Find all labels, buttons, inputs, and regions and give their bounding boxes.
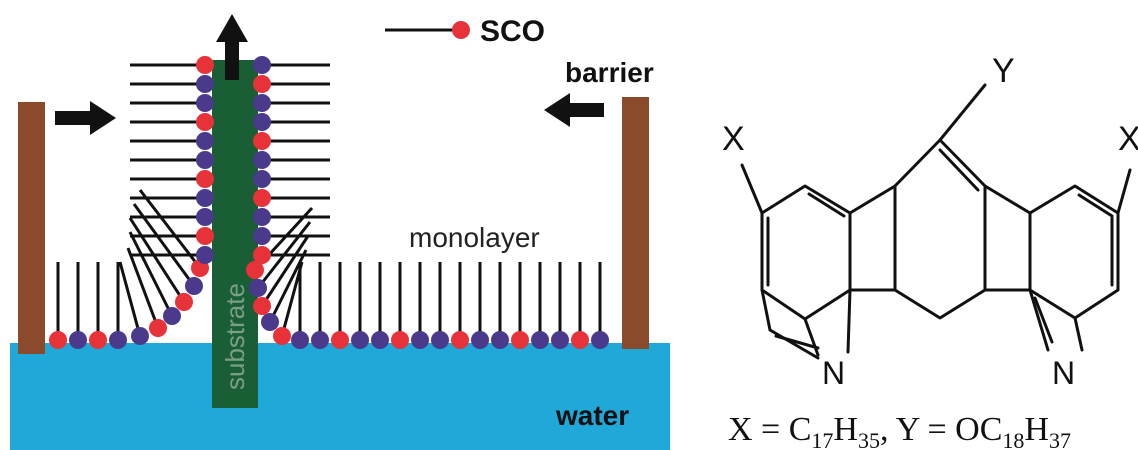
sco-head xyxy=(253,56,271,74)
sco-head xyxy=(253,246,271,264)
substituent-y: Y xyxy=(992,52,1015,90)
sco-head xyxy=(175,293,193,311)
substrate-label: substrate xyxy=(220,283,250,390)
sco-tail xyxy=(128,217,186,303)
sco-head xyxy=(249,279,267,297)
sco-head xyxy=(253,189,271,207)
water-trough xyxy=(10,343,670,450)
sco-head xyxy=(591,331,609,349)
sco-head xyxy=(196,75,214,93)
nitrogen-right: N xyxy=(1052,355,1075,391)
phenanthroline-structure xyxy=(740,83,1132,360)
sco-head xyxy=(391,331,409,349)
substituent-formula: X = C17H35, Y = OC18H37 xyxy=(728,411,1071,450)
sco-head xyxy=(196,151,214,169)
sco-head xyxy=(89,331,107,349)
barrier-left xyxy=(18,102,45,354)
sco-head xyxy=(196,56,214,74)
sco-head xyxy=(246,261,264,279)
sco-head xyxy=(311,331,329,349)
sco-tail xyxy=(280,261,304,337)
sco-head xyxy=(351,331,369,349)
monolayer-molecules xyxy=(49,56,609,349)
sco-tail xyxy=(128,231,174,317)
arrow-left-icon xyxy=(544,93,604,127)
substituent-x-right: X xyxy=(1118,120,1138,158)
barrier-label: barrier xyxy=(565,57,654,88)
sco-head xyxy=(196,170,214,188)
sco-head xyxy=(253,151,271,169)
substrate-plate xyxy=(212,60,258,408)
sco-head xyxy=(291,331,309,349)
sco-head xyxy=(196,132,214,150)
sco-head xyxy=(149,319,167,337)
sco-head xyxy=(551,331,569,349)
barrier-right xyxy=(622,97,649,349)
sco-head xyxy=(253,227,271,245)
sco-head xyxy=(531,331,549,349)
nitrogen-left: N xyxy=(822,355,845,391)
sco-head xyxy=(471,331,489,349)
sco-head xyxy=(261,313,279,331)
sco-head xyxy=(253,208,271,226)
sco-tail xyxy=(260,235,310,307)
sco-head xyxy=(511,331,529,349)
sco-head xyxy=(196,113,214,131)
sco-head xyxy=(131,327,149,345)
sco-head xyxy=(431,331,449,349)
arrow-right-icon xyxy=(55,101,116,135)
sco-tail xyxy=(126,247,160,329)
sco-head xyxy=(253,113,271,131)
sco-head xyxy=(69,331,87,349)
sco-head xyxy=(371,331,389,349)
sco-head xyxy=(253,297,271,315)
sco-tail xyxy=(268,249,308,323)
sco-head xyxy=(273,327,291,345)
sco-head xyxy=(196,208,214,226)
sco-head xyxy=(451,331,469,349)
sco-head xyxy=(196,246,214,264)
sco-head xyxy=(411,331,429,349)
monolayer-label: monolayer xyxy=(409,222,540,253)
sco-head xyxy=(185,277,203,295)
sco-head xyxy=(163,307,181,325)
sco-head xyxy=(253,132,271,150)
sco-head xyxy=(196,227,214,245)
sco-head xyxy=(253,75,271,93)
water-label: water xyxy=(555,400,629,431)
sco-head xyxy=(491,331,509,349)
sco-label: SCO xyxy=(480,15,545,48)
sco-head xyxy=(571,331,589,349)
sco-head xyxy=(196,94,214,112)
sco-head xyxy=(331,331,349,349)
sco-head xyxy=(253,170,271,188)
sco-head xyxy=(196,189,214,207)
arrow-up-icon xyxy=(216,14,248,80)
sco-tail xyxy=(118,261,142,337)
sco-legend: SCO xyxy=(385,15,545,48)
sco-head xyxy=(109,331,127,349)
sco-head xyxy=(253,94,271,112)
substituent-x-left: X xyxy=(722,120,745,158)
sco-head xyxy=(49,331,67,349)
